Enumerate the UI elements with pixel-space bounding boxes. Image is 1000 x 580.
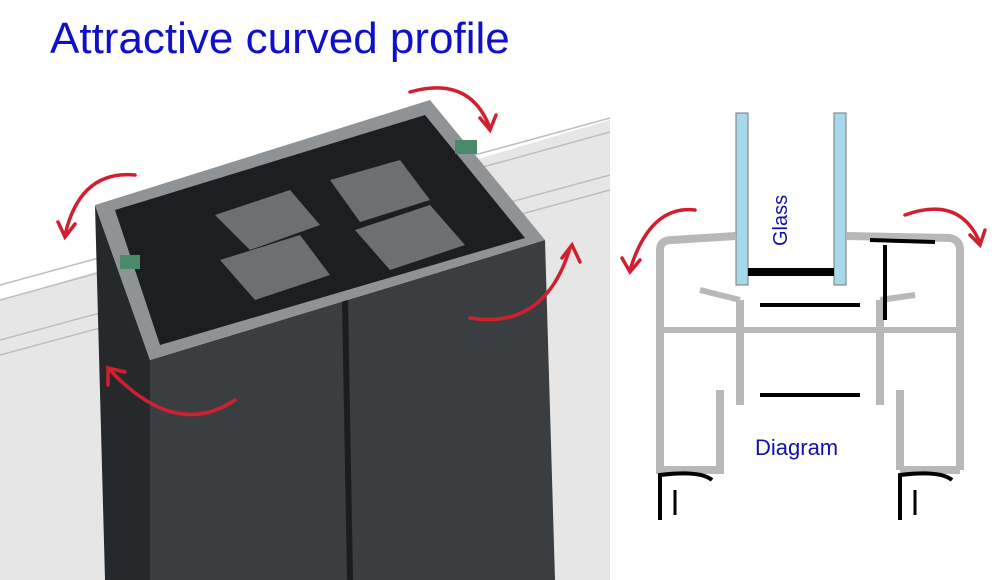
profile-3d-render [95,100,555,580]
glass-label: Glass [770,194,792,246]
cross-section-diagram [656,112,964,520]
diagram-label: Diagram [755,435,839,460]
page-title: Attractive curved profile [50,14,510,63]
rotate-arrows-render [56,86,987,417]
